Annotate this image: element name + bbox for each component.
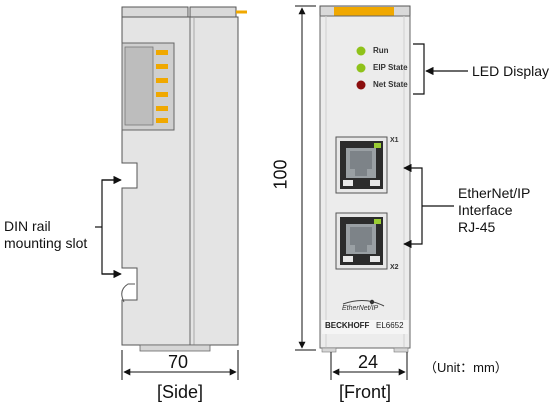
side-top-tab [121, 6, 189, 18]
led-run [356, 46, 366, 56]
side-caption: [Side] [157, 382, 204, 402]
led-panel [356, 46, 366, 90]
led-eip-state [356, 63, 366, 73]
rj45-port-x1 [335, 136, 388, 194]
port-annotation-line3: RJ-45 [458, 219, 496, 235]
ethernet-ip-logo-swoosh [342, 300, 385, 307]
led-net-state [356, 80, 366, 90]
led-display-label: LED Display [472, 63, 550, 79]
model-number: EL6652 [376, 321, 404, 330]
side-bottom-foot [139, 344, 211, 352]
din-rail-label-line1: DIN rail [4, 218, 51, 234]
port-label-x2: X2 [390, 264, 399, 271]
front-view [295, 5, 468, 380]
brand-name: BECKHOFF [325, 321, 370, 330]
port-annotation-line2: Interface [458, 202, 513, 218]
led-label-eip-state: EIP State [373, 63, 408, 72]
front-width-dimension: 24 [358, 352, 379, 372]
led-bracket [413, 43, 425, 95]
side-contact-pins [156, 50, 168, 123]
port-bracket [410, 167, 423, 245]
unit-note: （Unit：mm） [424, 360, 508, 375]
led-label-run: Run [373, 46, 389, 55]
led-label-net-state: Net State [373, 80, 408, 89]
side-width-dimension: 70 [168, 352, 189, 372]
front-caption: [Front] [339, 382, 392, 402]
side-view [95, 6, 247, 380]
side-top-tab-right [189, 6, 237, 18]
side-latch-spring [121, 283, 135, 303]
side-connector-face [124, 46, 154, 126]
rj45-port-x2 [335, 212, 388, 270]
brand-strip [322, 320, 408, 334]
front-orange-release [334, 7, 394, 16]
port-label-x1: X1 [390, 137, 399, 144]
din-rail-bracket [101, 179, 120, 275]
front-height-dimension: 100 [270, 159, 291, 190]
din-rail-label-line2: mounting slot [4, 235, 88, 251]
ethernet-ip-logo-text: EtherNet/IP [342, 305, 379, 312]
port-annotation-line1: EtherNet/IP [458, 185, 531, 201]
